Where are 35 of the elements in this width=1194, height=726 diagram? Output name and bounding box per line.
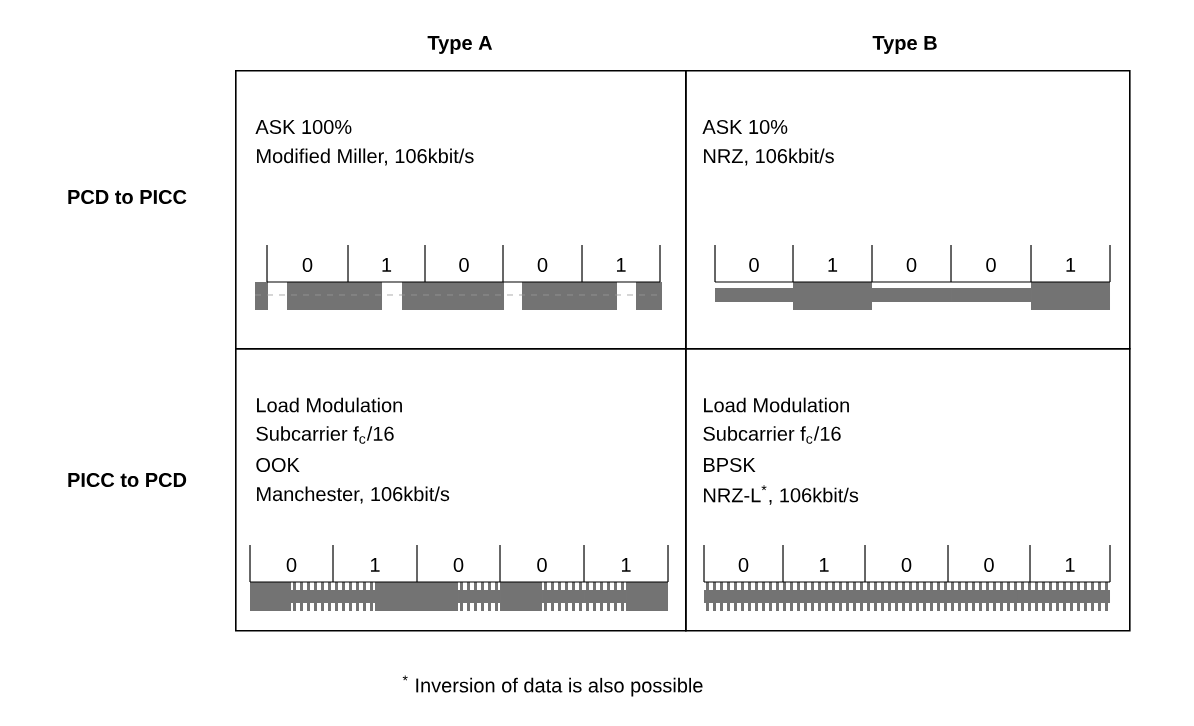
bit-label: 0 <box>459 257 469 273</box>
text-line: Load Modulation <box>704 397 849 413</box>
bit-label: 1 <box>1066 258 1076 272</box>
bit-label: 1 <box>820 558 829 572</box>
bit-label: 1 <box>371 558 380 572</box>
text-line: ASK 10% <box>702 119 788 135</box>
bit-label: 0 <box>537 257 548 273</box>
bit-label: 0 <box>286 557 297 573</box>
text-line: NRZ-L$^{*}$, 106kbit/s <box>704 485 859 505</box>
bit-label: 0 <box>901 557 912 573</box>
bit-label: 1 <box>382 258 392 272</box>
header-label: PCD to PICC <box>68 189 187 205</box>
bit-label: 0 <box>537 557 547 573</box>
bit-label: 1 <box>1066 558 1075 572</box>
bit-label: 1 <box>617 258 626 272</box>
bit-label: 0 <box>302 257 313 273</box>
text-line: Subcarrier f$_{c}$/16 <box>256 426 394 444</box>
bit-label: 0 <box>986 257 996 273</box>
bit-label: 0 <box>738 557 749 573</box>
footnote: $^{*}$ Inversion of data is also possible <box>402 675 703 697</box>
text-line: Load Modulation <box>257 397 402 413</box>
bit-label: 1 <box>828 258 838 272</box>
text-line: Subcarrier f$_{c}$/16 <box>703 426 841 444</box>
bit-label: 0 <box>984 557 994 573</box>
text-line: NRZ, 106kbit/s <box>704 148 834 166</box>
text-line: ASK 100% <box>255 119 352 135</box>
bit-label: 0 <box>906 257 917 273</box>
bit-label: 0 <box>453 557 464 573</box>
bit-label: 1 <box>622 558 631 572</box>
text-line: Modified Miller, 106kbit/s <box>257 148 474 166</box>
text-line: OOK <box>256 457 300 473</box>
bit-label: 0 <box>749 257 759 273</box>
text-line: Manchester, 106kbit/s <box>257 486 450 504</box>
header-label: PICC to PCD <box>68 472 187 488</box>
text-line: BPSK <box>704 457 756 473</box>
